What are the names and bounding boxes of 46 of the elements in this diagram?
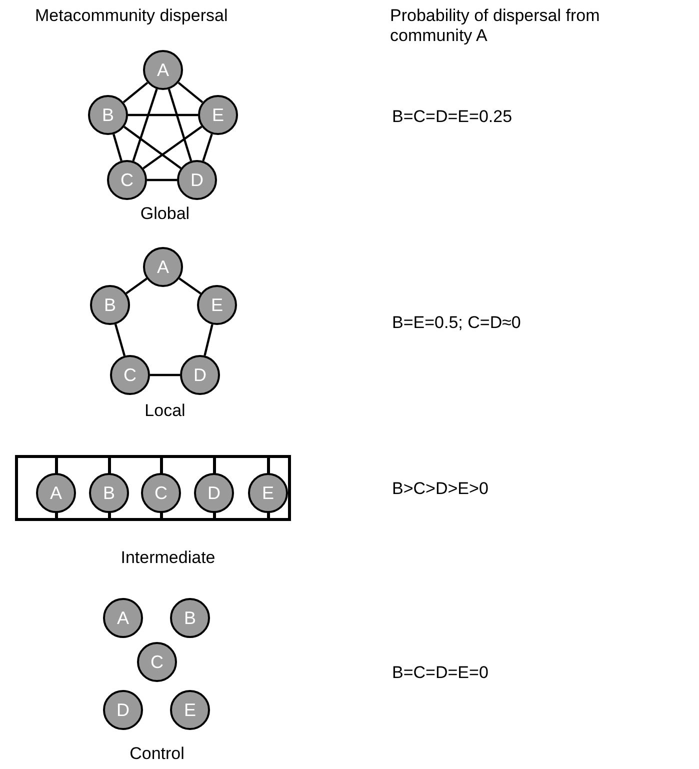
community-circle: E <box>170 690 210 730</box>
community-circle: A <box>143 247 183 287</box>
probability-text: B=C=D=E=0 <box>392 663 490 684</box>
community-circle: D <box>194 473 234 513</box>
column-heading: Metacommunity dispersal <box>35 6 229 26</box>
connector-line <box>178 278 202 294</box>
panel-caption: Control <box>128 744 186 764</box>
column-heading: Probability of dispersal from community A <box>390 6 601 47</box>
panel-caption: Global <box>139 204 191 224</box>
community-circle: B <box>88 95 128 135</box>
connector-line <box>114 324 126 356</box>
community-circle: E <box>198 95 238 135</box>
panel-caption: Local <box>144 401 186 422</box>
community-circle: B <box>89 473 129 513</box>
community-circle: A <box>143 50 183 90</box>
connector-line <box>132 88 158 162</box>
connector-line <box>168 88 192 162</box>
connector-line <box>147 178 177 182</box>
connector-line <box>178 82 204 104</box>
community-circle: A <box>103 598 143 638</box>
probability-text: B>C>D>E>0 <box>392 479 490 500</box>
community-circle: E <box>197 285 237 325</box>
community-circle: C <box>110 355 150 395</box>
community-circle: E <box>248 473 288 513</box>
probability-text: B=E=0.5; C=D≈0 <box>392 313 522 334</box>
corridor-frame <box>15 455 291 521</box>
panel-caption: Intermediate <box>120 548 216 568</box>
connector-line <box>112 134 122 162</box>
probability-text: B=C=D=E=0.25 <box>392 107 514 128</box>
connector-line <box>128 114 198 116</box>
community-circle: C <box>107 160 147 200</box>
community-circle: B <box>170 598 210 638</box>
community-circle: D <box>103 690 143 730</box>
connector-line <box>150 374 180 376</box>
community-circle: C <box>141 473 181 513</box>
connector-line <box>204 324 214 356</box>
connector-line <box>202 134 213 162</box>
connector-line <box>124 126 182 170</box>
connector-line <box>126 278 148 294</box>
community-circle: C <box>137 642 177 682</box>
community-circle: A <box>36 473 76 513</box>
community-circle: B <box>90 285 130 325</box>
community-circle: D <box>177 160 217 200</box>
community-circle: D <box>180 355 220 395</box>
connector-line <box>122 82 148 104</box>
connector-line <box>142 126 202 170</box>
